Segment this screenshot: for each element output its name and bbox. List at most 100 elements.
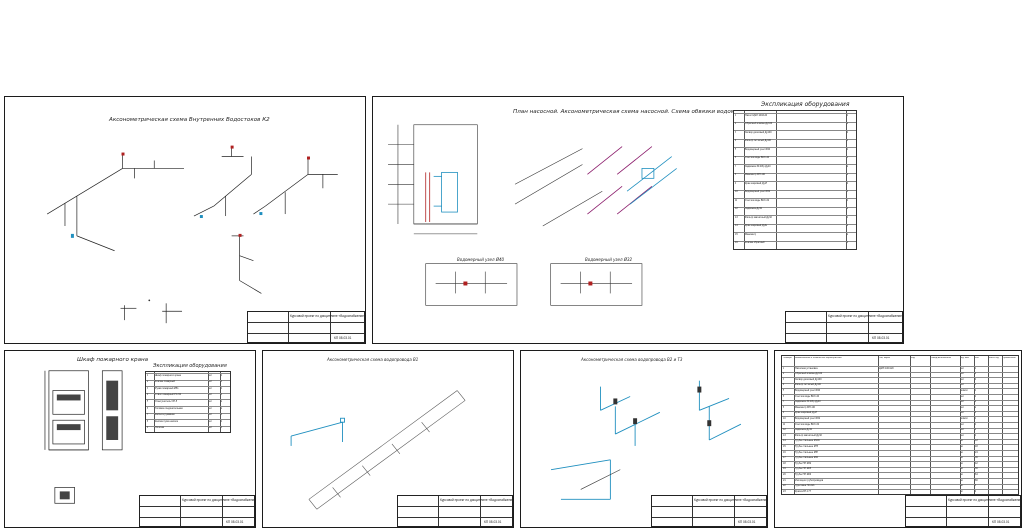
table-cell: 1 (221, 426, 223, 430)
table-cell: шт (961, 428, 965, 432)
table-cell: 13 (735, 215, 738, 219)
table-cell: 2 (975, 400, 977, 404)
table-cell: шт (961, 433, 965, 437)
table-cell: шт (961, 377, 965, 381)
stamp-code: КП 08.03.01 (334, 336, 352, 340)
table-cell: шт (961, 400, 965, 404)
table-cell: Рукав пожарный Ø51 (155, 386, 179, 390)
table-row-divider (734, 155, 856, 157)
table-cell: Полочка (155, 426, 165, 430)
table-cell: шт (209, 373, 213, 377)
stamp-project: Курсовой проект по дисциплине «Водоснабж… (440, 498, 512, 502)
table-cell: 1 (221, 413, 223, 417)
table-cell: 5 (147, 400, 149, 403)
table-cell: 18 (975, 445, 978, 448)
drainage-scheme-drawing (46, 145, 338, 324)
table-cell: Фильтр магнитный Ду32 (795, 433, 822, 437)
table-cell: 24 (975, 450, 978, 454)
table-cell: Грунтовка ГФ-021 (795, 484, 815, 488)
table-row-divider (146, 419, 230, 421)
table-cell: 42 (975, 461, 978, 465)
table-cell: шт (961, 372, 965, 376)
table-row-divider (734, 240, 856, 242)
table-cell: Затвор дисковый Ду100 (795, 377, 822, 381)
table-cell: Манометр МП-100 (745, 173, 766, 177)
table-cell: 1 (847, 198, 849, 202)
sheet-title: Аксонометрическая схема водопровода В1 (327, 357, 419, 362)
table-cell: Обратный клапан Ду100 (745, 122, 773, 126)
table-cell: шт (209, 393, 213, 397)
table-cell: Трубы стальные Ø40 (795, 456, 819, 460)
table-cell: 1 (847, 190, 849, 194)
table-row-divider (734, 181, 856, 182)
table-row-divider (782, 478, 1018, 479)
table-cell: шт (961, 394, 965, 398)
table-row-divider (782, 461, 1018, 463)
table-cell: Кран шаровый Ду15 (795, 411, 818, 415)
table-cell: 15 (735, 232, 738, 236)
table-cell: 1 (975, 383, 977, 387)
table-cell: Водомерный узел Ø32 (795, 417, 821, 420)
table-row-divider (146, 386, 230, 388)
table-cell: Клапан пожарный (155, 380, 175, 384)
table-cell: Шкаф пожарного крана (155, 373, 181, 377)
table-row-divider (782, 410, 1018, 412)
stamp-code: КП 08.03.01 (484, 520, 502, 524)
table-cell: 3 (783, 377, 785, 381)
table-cell: 64 (975, 473, 978, 476)
table-cell: 2 (847, 122, 849, 126)
title-block: Курсовой проект по дисциплине «Водоснабж… (785, 311, 903, 343)
table-cell: 8 (147, 419, 149, 423)
table-cell: Водомерный узел Ø32 (745, 190, 771, 194)
table-cell: шт (961, 366, 965, 370)
table-row-divider (782, 433, 1018, 435)
table-cell: 2 (783, 372, 785, 376)
table-cell: 1 (847, 113, 849, 117)
table-cell: Огнетушитель ОП-5 (155, 400, 178, 403)
table-row-divider (782, 444, 1018, 446)
table-cell: м (961, 467, 963, 471)
table-cell: Обратный клапан Ду100 (795, 372, 823, 376)
table-row-divider (782, 483, 1018, 485)
table-row-divider (734, 189, 856, 191)
table-row-divider (734, 121, 856, 123)
table-cell: 2 (735, 122, 737, 126)
table-cell: Задвижка Ду32 (745, 207, 762, 211)
title-block: Курсовой проект по дисциплине «Водоснабж… (139, 495, 255, 527)
table-cell: 4 (975, 489, 977, 493)
table-cell: Трубы ПП Ø32 (795, 461, 812, 465)
table-row-divider (782, 382, 1018, 384)
table-cell: Кран шаровый Ду32 (745, 224, 768, 228)
table-row-divider (146, 412, 230, 414)
table-row-divider (782, 455, 1018, 457)
table-cell: 5 (735, 147, 737, 151)
table-row-divider (782, 405, 1018, 407)
table-cell: шт (209, 426, 213, 430)
table-cell: ЦМЛ 100/120 (879, 366, 894, 370)
table-row-divider (146, 379, 230, 381)
table-cell: 18 (783, 461, 786, 465)
table-cell: 1 (975, 422, 977, 426)
table-row-divider (782, 388, 1018, 390)
table-header-cell: Наименование и техническая характеристик… (795, 357, 842, 359)
table-cell: 80 (975, 478, 978, 482)
title-block: Курсовой проект по дисциплине «Водоснабж… (905, 495, 1021, 527)
meter-node-label-2: Водомерный узел Ø32 (585, 257, 633, 262)
table-row-divider (734, 232, 856, 233)
table-cell: 1 (847, 241, 849, 245)
table-row-divider (146, 399, 230, 401)
table-cell: 6 (147, 406, 149, 410)
water-supply-b1-drawing (290, 390, 466, 510)
stamp-code: КП 08.03.01 (738, 520, 756, 524)
sheet-title: Аксонометрическая схема Внутренних Водос… (109, 117, 270, 123)
table-cell: 1 (147, 373, 149, 377)
table-cell: 1 (975, 389, 977, 392)
table-cell: 11 (735, 198, 738, 202)
table-cell: м (961, 478, 963, 482)
table-cell: 2 (847, 232, 849, 236)
table-row-divider (734, 206, 856, 208)
table-cell: 13 (783, 433, 786, 437)
table-cell: Кассета рукавная (155, 413, 175, 417)
table-cell: м (961, 456, 963, 460)
